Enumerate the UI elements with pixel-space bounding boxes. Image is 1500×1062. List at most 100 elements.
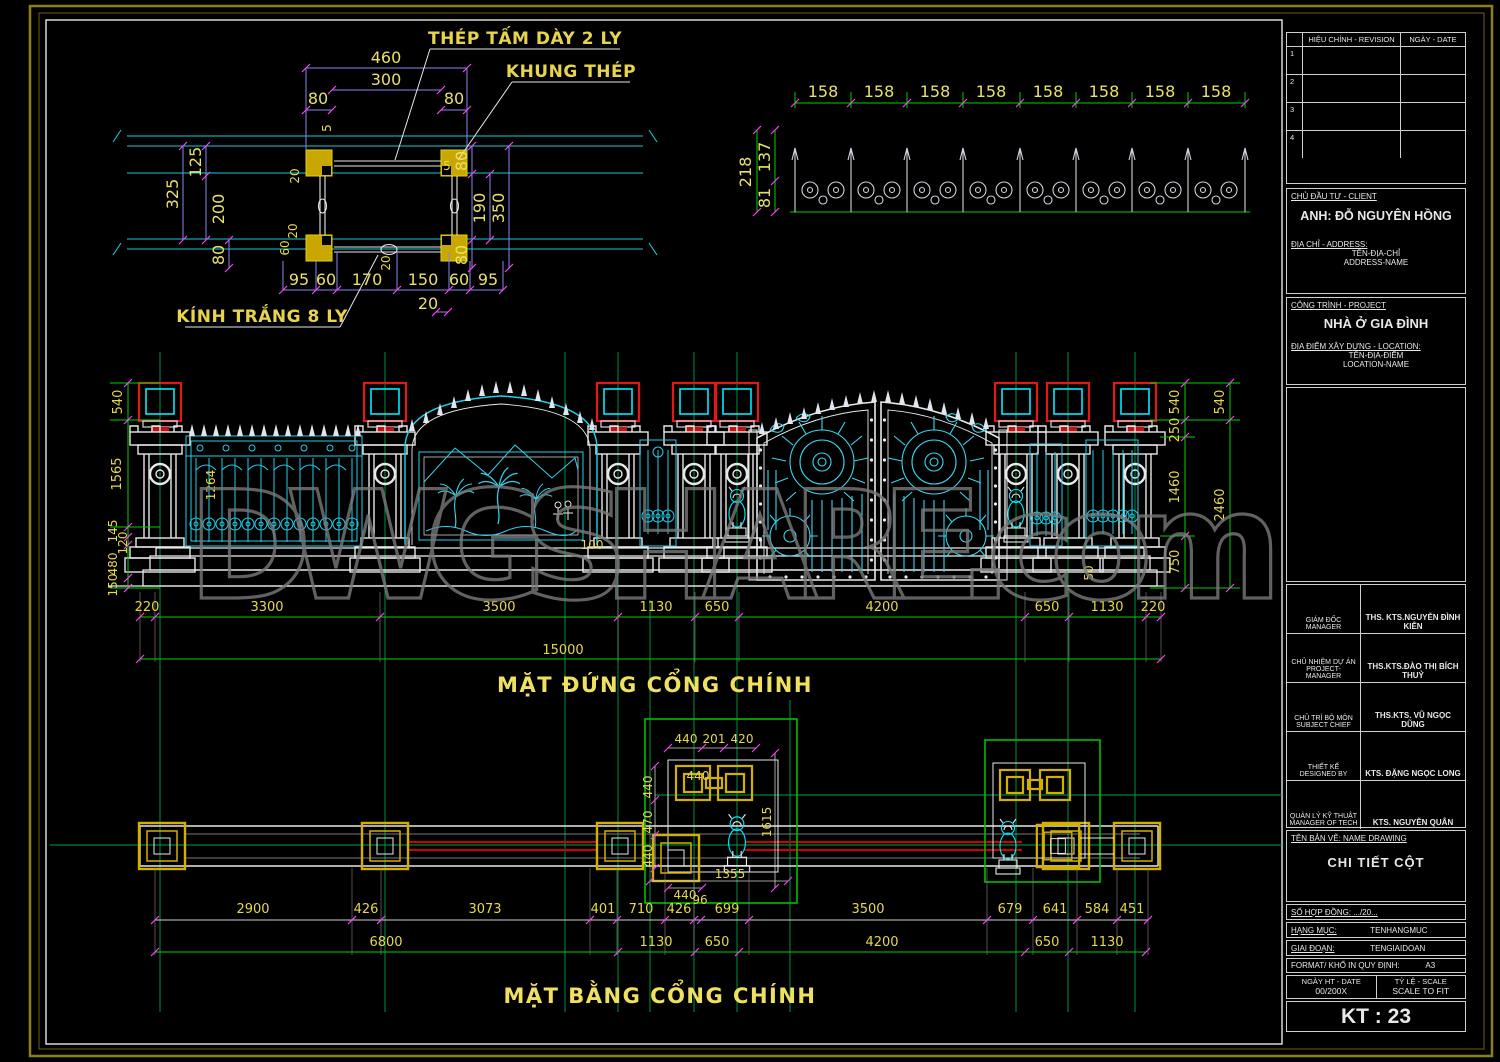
dim-label: 426 (667, 902, 692, 917)
plan-detail-box-right (984, 739, 1114, 883)
dim-label: 190 (470, 193, 489, 224)
phase-value: TENGIAIDOAN (1370, 943, 1426, 953)
dim-label: 250 (1168, 418, 1183, 443)
dim-label: 20 (379, 255, 393, 270)
dim-label: 1565 (110, 457, 125, 490)
dim-label: 650 (705, 600, 730, 615)
revision-corner (1287, 33, 1303, 47)
dim-label: 20 (418, 294, 438, 313)
role-label-en: PROJECT- MANAGER (1305, 666, 1342, 680)
dim-label: 125 (186, 147, 205, 178)
dim-label: 80 (209, 245, 228, 265)
dim-label: 641 (1043, 902, 1068, 917)
dim-label: 1460 (1168, 470, 1183, 503)
dim-label: 540 (1168, 390, 1183, 415)
drawing-name: CHI TIẾT CỘT (1327, 855, 1425, 870)
dim-label: 325 (163, 179, 182, 210)
person-name: THS.KTS. VŨ NGỌC DŨNG (1374, 711, 1451, 729)
drawing-name-heading: TÊN BẢN VẼ: NAME DRAWING (1291, 834, 1407, 843)
location-line1: TÊN-ĐỊA-ĐIỂM (1348, 351, 1404, 360)
dim-label: 158 (864, 82, 895, 101)
dim-label: 3500 (482, 600, 515, 615)
dim-label: 3300 (250, 600, 283, 615)
dim-label: 750 (1168, 550, 1183, 575)
role-label: CHỦ NHIỆM DỰ ÁN (1291, 659, 1356, 666)
dim-label: 201 (703, 732, 726, 746)
grid-lines (50, 352, 1282, 1012)
phase-row: GIAI ĐOẠN: TENGIAIDOAN (1286, 940, 1466, 956)
category-row: HẠNG MỤC: TENHANGMUC (1286, 922, 1466, 938)
date-scale-row: NGÀY HT - DATE 00/200X TỶ LỆ - SCALE SCA… (1286, 975, 1466, 999)
watermark-text: DWGSHARE.com (188, 460, 1283, 634)
mural-panel (404, 381, 598, 545)
dim-label: 3500 (851, 902, 884, 917)
dim-label: 60 (278, 240, 292, 255)
person-name: THS. KTS.NGUYỄN ĐÌNH KIÊN (1365, 613, 1461, 631)
revision-cell (1303, 103, 1401, 131)
phase-label: GIAI ĐOẠN: (1291, 943, 1335, 953)
dim-label: 440 (674, 888, 697, 902)
fence-spacing-detail: 158 158 158 158 158 158 158 158 218 137 … (736, 82, 1250, 217)
role-label: THIẾT KẾ (1307, 764, 1340, 771)
revision-row-num: 1 (1287, 47, 1303, 75)
dim-label: 158 (1089, 82, 1120, 101)
dim-label: 96 (692, 893, 707, 907)
dim-label: 200 (209, 194, 228, 225)
address-line2: ADDRESS-NAME (1343, 258, 1409, 267)
location-line2: LOCATION-NAME (1342, 360, 1410, 369)
contract-row: SỐ HỢP ĐỒNG: .../20... (1286, 904, 1466, 920)
plan-detail-box-left: 440 201 420 440 470 440 1615 440 1355 44… (641, 718, 798, 904)
dim-label: 95 (289, 270, 309, 289)
dim-label: 20 (286, 223, 300, 238)
address-heading: ĐỊA CHỈ - ADDRESS: (1291, 240, 1368, 249)
dim-label: 20 (288, 168, 302, 183)
revision-col-header: HIỆU CHỈNH - REVISION (1303, 33, 1401, 47)
role-label-en: MANAGER (1305, 624, 1342, 631)
dim-label: 150 (408, 270, 439, 289)
date-col-header: NGÀY - DATE (1401, 33, 1465, 47)
title-block: HIỆU CHỈNH - REVISION NGÀY - DATE 1 2 3 … (1286, 30, 1468, 1032)
category-value: TENHANGMUC (1370, 925, 1428, 935)
drawing-name-box: TÊN BẢN VẼ: NAME DRAWING CHI TIẾT CỘT (1286, 830, 1466, 902)
dim-label: 6800 (369, 935, 402, 950)
gate-doors (748, 390, 1008, 581)
dim-label: 3073 (468, 902, 501, 917)
dim-label: 2460 (1213, 488, 1228, 521)
dim-label: 81 (755, 188, 774, 208)
dim-label: 470 (641, 811, 655, 834)
category-label: HẠNG MỤC: (1291, 925, 1337, 935)
date-cell (1401, 131, 1465, 158)
person-name: THS.KTS.ĐÀO THỊ BÍCH THUỶ (1367, 662, 1459, 680)
role-label: GIÁM ĐỐC (1305, 617, 1342, 624)
project-name: NHÀ Ở GIA ĐÌNH (1323, 316, 1429, 331)
gate-plan: 440 201 420 440 470 440 1615 440 1355 44… (137, 718, 1162, 1008)
revision-row-num: 2 (1287, 75, 1303, 103)
dim-label: 220 (135, 600, 160, 615)
contract-label: SỐ HỢP ĐỒNG: .../20... (1291, 907, 1378, 917)
dim-label: 1130 (1090, 600, 1123, 615)
dim-label: 440 (687, 769, 710, 783)
dim-label: 218 (736, 157, 755, 188)
dim-label: 4200 (865, 935, 898, 950)
frame-section-detail: THÉP TẤM DÀY 2 LY KHUNG THÉP KÍNH TRẮNG … (112, 25, 658, 328)
dim-label: 1615 (760, 807, 774, 838)
role-label-en: DESIGNED BY (1299, 771, 1348, 778)
dim-label: 100 (581, 538, 604, 552)
dim-label: 4200 (865, 600, 898, 615)
dim-label: 1130 (639, 935, 672, 950)
date-value: 00/200X (1315, 986, 1348, 996)
revision-row-num: 3 (1287, 103, 1303, 131)
dim-label: 451 (1120, 902, 1145, 917)
dim-label: 1130 (1090, 935, 1123, 950)
scale-label: TỶ LỆ - SCALE (1394, 977, 1447, 986)
dim-label: 60 (316, 270, 336, 289)
dim-label: 440 (641, 845, 655, 868)
dim-label: 150 (106, 574, 120, 597)
role-label: QUẢN LÝ KỸ THUẬT (1289, 813, 1358, 820)
plan-title: MẶT BẰNG CỔNG CHÍNH (503, 979, 816, 1008)
revision-row-num: 4 (1287, 131, 1303, 158)
